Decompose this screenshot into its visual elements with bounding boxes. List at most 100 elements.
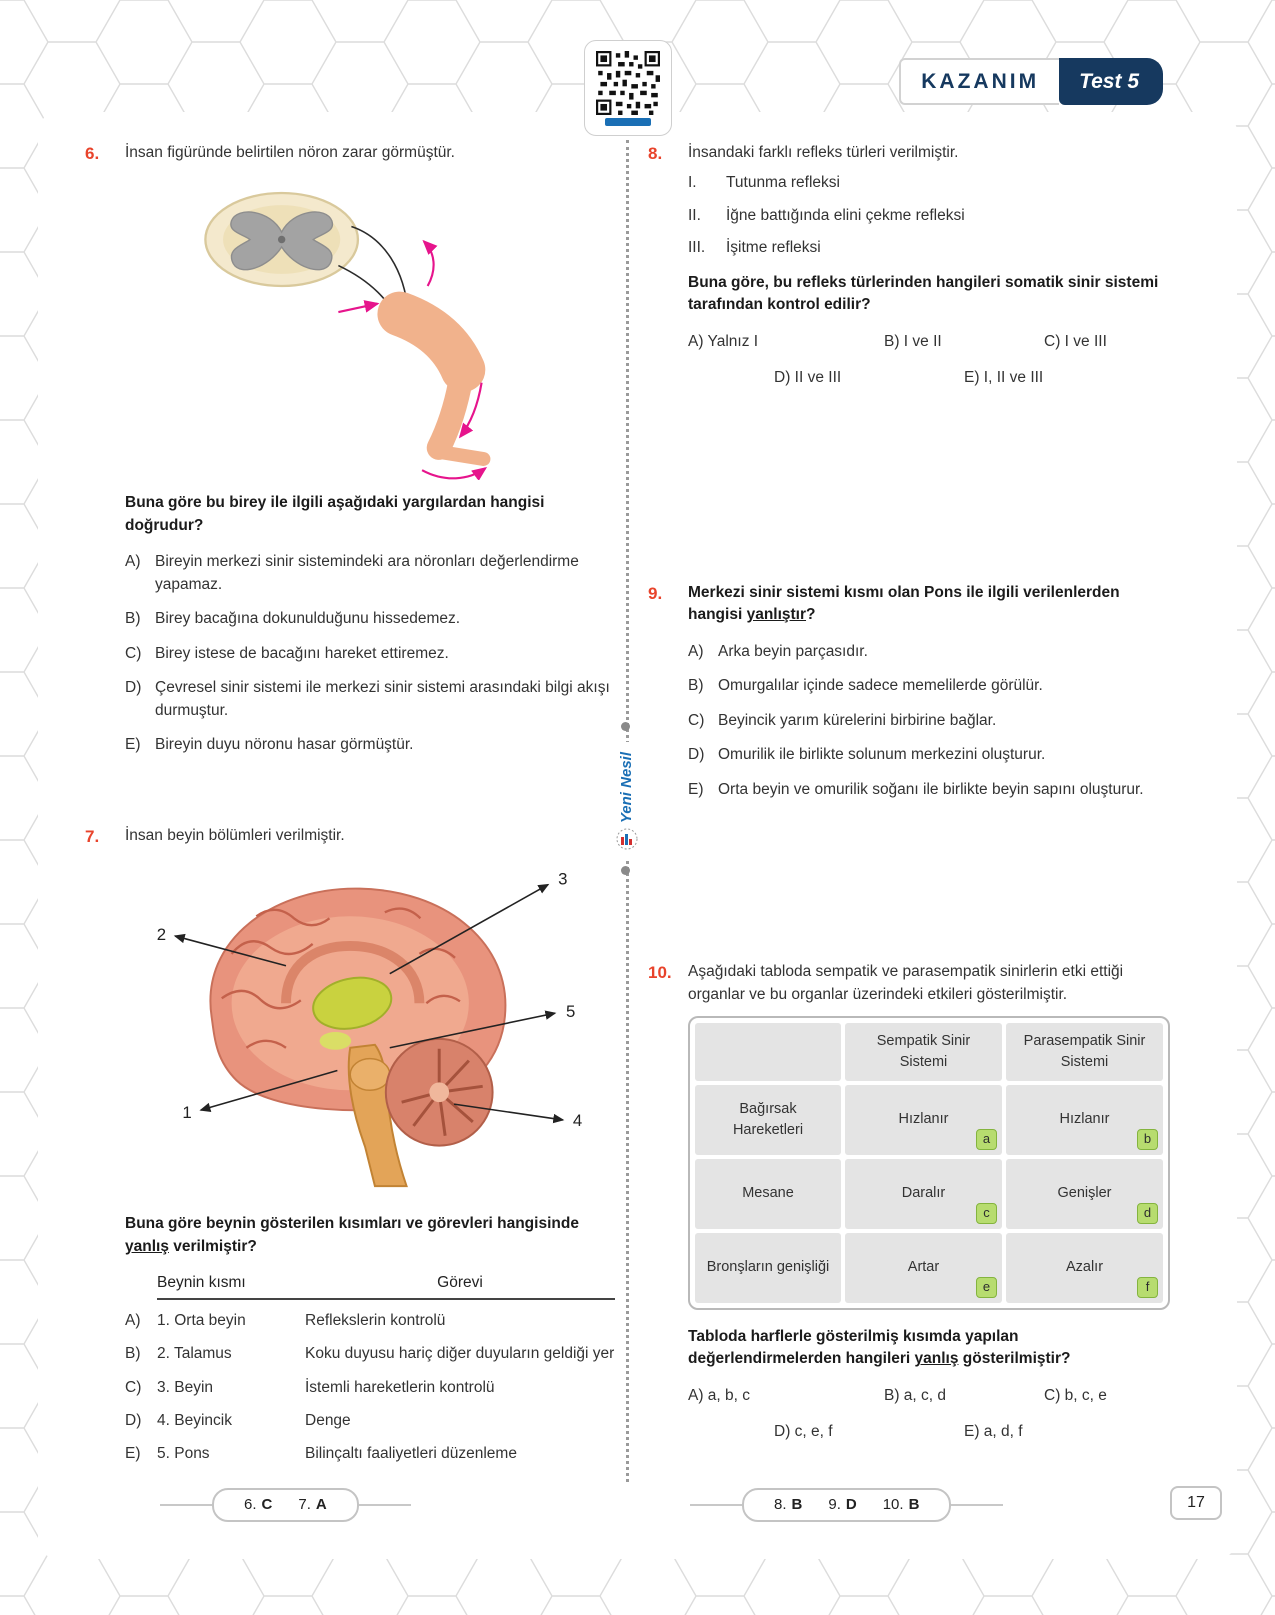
table-header-parasympathetic: Parasempatik Sinir Sistemi — [1006, 1022, 1163, 1081]
question-8-number: 8. — [648, 144, 663, 163]
question-8-options-row2: D) II ve III E) I, II ve III — [774, 369, 1044, 387]
question-6-option-c: C) Birey istese de bacağını hareket etti… — [125, 644, 449, 662]
question-10-table: Sempatik Sinir Sistemi Parasempatik Sini… — [688, 1015, 1170, 1310]
question-10-options-row2: D) c, e, f E) a, d, f — [774, 1423, 1023, 1441]
table-effect-cell: Genişler d — [1006, 1159, 1163, 1229]
label-4: 4 — [573, 1111, 582, 1130]
answer-bar-line — [951, 1503, 1004, 1506]
question-7-number: 7. — [85, 826, 100, 846]
question-7-row-e: E) 5. Pons Bilinçaltı faaliyetleri düzen… — [125, 1445, 517, 1463]
question-9-option-e: E) Orta beyin ve omurilik soğanı ile bir… — [688, 780, 1144, 798]
question-10-question: Tabloda harflerle gösterilmiş kısımda ya… — [688, 1328, 1071, 1368]
right-column: 8. İnsandaki farklı refleks türleri veri… — [648, 142, 1170, 1458]
question-10-options-row1: A) a, b, c B) a, c, d C) b, c, e — [688, 1386, 1107, 1404]
arrow-right-icon — [338, 300, 380, 314]
question-7-row-b: B) 2. Talamus Koku duyusu hariç diğer du… — [125, 1345, 615, 1363]
arrow-curved-icon — [421, 467, 488, 481]
label-2: 2 — [157, 925, 166, 944]
spinal-cord-cross-section — [204, 192, 360, 288]
kazanim-label: KAZANIM — [899, 58, 1060, 106]
answer-badge-e: e — [976, 1277, 997, 1298]
pointer-arrows — [173, 884, 565, 1124]
answer-badge-f: f — [1137, 1277, 1158, 1298]
question-6: 6. İnsan figüründe belirtilen nöron zara… — [85, 142, 615, 769]
table-corner-cell — [695, 1022, 841, 1081]
question-8-intro: İnsandaki farklı refleks türleri verilmi… — [688, 144, 959, 161]
table-organ-cell: Bağırsak Hareketleri — [695, 1085, 841, 1155]
brain-illustration — [209, 887, 507, 1188]
table-effect-cell: Artar e — [845, 1233, 1002, 1303]
question-8-options-row1: A) Yalnız I B) I ve II C) I ve III — [688, 332, 1107, 350]
question-9-option-d: D) Omurilik ile birlikte solunum merkezi… — [688, 746, 1046, 764]
test-number-label: Test 5 — [1059, 58, 1163, 106]
question-7-row-c: C) 3. Beyin İstemli hareketlerin kontrol… — [125, 1378, 495, 1396]
thalamus — [312, 976, 393, 1030]
column-header-duty: Görevi — [305, 1272, 615, 1300]
qr-blue-banner — [605, 117, 651, 126]
question-8-item-3: III. İşitme refleksi — [688, 239, 821, 257]
brain-figure: 2 3 5 4 1 — [157, 870, 583, 1188]
label-5: 5 — [566, 1002, 575, 1021]
page-number: 17 — [1170, 1486, 1222, 1520]
hypothalamus — [319, 1032, 352, 1050]
question-6-option-d: D) Çevresel sinir sistemi ile merkezi si… — [125, 679, 610, 719]
question-6-option-e: E) Bireyin duyu nöronu hasar görmüştür. — [125, 736, 414, 754]
cerebellum — [384, 1038, 494, 1147]
arrow-up-icon — [422, 240, 438, 287]
table-organ-cell: Bronşların genişliği — [695, 1233, 841, 1303]
pons — [349, 1058, 391, 1092]
qr-code-icon — [596, 50, 660, 115]
spinal-cord-leg-figure — [204, 192, 491, 481]
brain-gyri-lines — [221, 907, 461, 1049]
answer-badge-b: b — [1137, 1129, 1158, 1150]
answer-bar-left: 6.C 7.A — [212, 1488, 359, 1522]
arrow-down-icon — [458, 383, 483, 439]
question-6-option-a: A) Bireyin merkezi sinir sistemindeki ar… — [125, 553, 579, 593]
table-effect-cell: Hızlanır a — [845, 1085, 1002, 1155]
answer-bar-line — [160, 1503, 212, 1506]
figure-number-labels: 2 3 5 4 1 — [157, 870, 583, 1130]
qr-code-box — [584, 40, 672, 136]
question-7-table-header: Beynin kısmı Görevi — [125, 1272, 615, 1300]
question-8-question: Buna göre, bu refleks türlerinden hangil… — [688, 273, 1159, 314]
answer-8: 8.B — [774, 1496, 803, 1513]
question-7-table: Beynin kısmı Görevi A) 1. Orta beyin Ref… — [125, 1272, 615, 1466]
question-7-question: Buna göre beynin gösterilen kısımları ve… — [125, 1215, 579, 1255]
divider-dot — [621, 722, 630, 731]
question-8-item-1: I. Tutunma refleksi — [688, 174, 840, 192]
label-3: 3 — [558, 870, 567, 889]
answer-9: 9.D — [828, 1496, 857, 1513]
question-6-question: Buna göre bu birey ile ilgili aşağıdaki … — [125, 494, 545, 534]
publisher-logo-icon — [616, 828, 638, 850]
answer-10: 10.B — [882, 1496, 920, 1513]
left-column: 6. İnsan figüründe belirtilen nöron zara… — [85, 142, 615, 1477]
answer-bar-line — [358, 1503, 411, 1506]
column-header-part: Beynin kısmı — [157, 1272, 305, 1300]
question-8: 8. İnsandaki farklı refleks türleri veri… — [648, 142, 1170, 404]
question-6-number: 6. — [85, 144, 100, 163]
answer-bar-right: 8.B 9.D 10.B — [742, 1488, 952, 1522]
question-7-row-d: D) 4. Beyincik Denge — [125, 1411, 351, 1429]
question-9-option-a: A) Arka beyin parçasıdır. — [688, 642, 868, 660]
question-7-row-a: A) 1. Orta beyin Reflekslerin kontrolü — [125, 1311, 446, 1329]
label-1: 1 — [182, 1103, 191, 1122]
question-9-number: 9. — [648, 583, 663, 603]
question-6-option-b: B) Birey bacağına dokunulduğunu hissedem… — [125, 610, 461, 628]
answer-7: 7.A — [298, 1496, 327, 1513]
question-8-item-2: II. İğne battığında elini çekme refleksi — [688, 206, 965, 224]
divider-dot — [621, 866, 630, 875]
answer-bar-line — [690, 1503, 742, 1506]
table-header-sympathetic: Sempatik Sinir Sistemi — [845, 1022, 1002, 1081]
answer-badge-c: c — [976, 1203, 997, 1224]
question-9-question: Merkezi sinir sistemi kısmı olan Pons il… — [688, 583, 1120, 624]
question-7-intro: İnsan beyin bölümleri verilmiştir. — [125, 826, 345, 844]
question-10-intro: Aşağıdaki tabloda sempatik ve parasempat… — [688, 963, 1124, 1003]
answer-bar-right-wrap: 8.B 9.D 10.B — [690, 1488, 1004, 1522]
table-effect-cell: Daralır c — [845, 1159, 1002, 1229]
question-6-intro: İnsan figüründe belirtilen nöron zarar g… — [125, 144, 455, 161]
publisher-logo-text: Yeni Nesil — [618, 751, 636, 824]
question-10: 10. Aşağıdaki tabloda sempatik ve parase… — [648, 961, 1170, 1458]
answer-bar-left-wrap: 6.C 7.A — [160, 1488, 411, 1522]
table-effect-cell: Azalır f — [1006, 1233, 1163, 1303]
